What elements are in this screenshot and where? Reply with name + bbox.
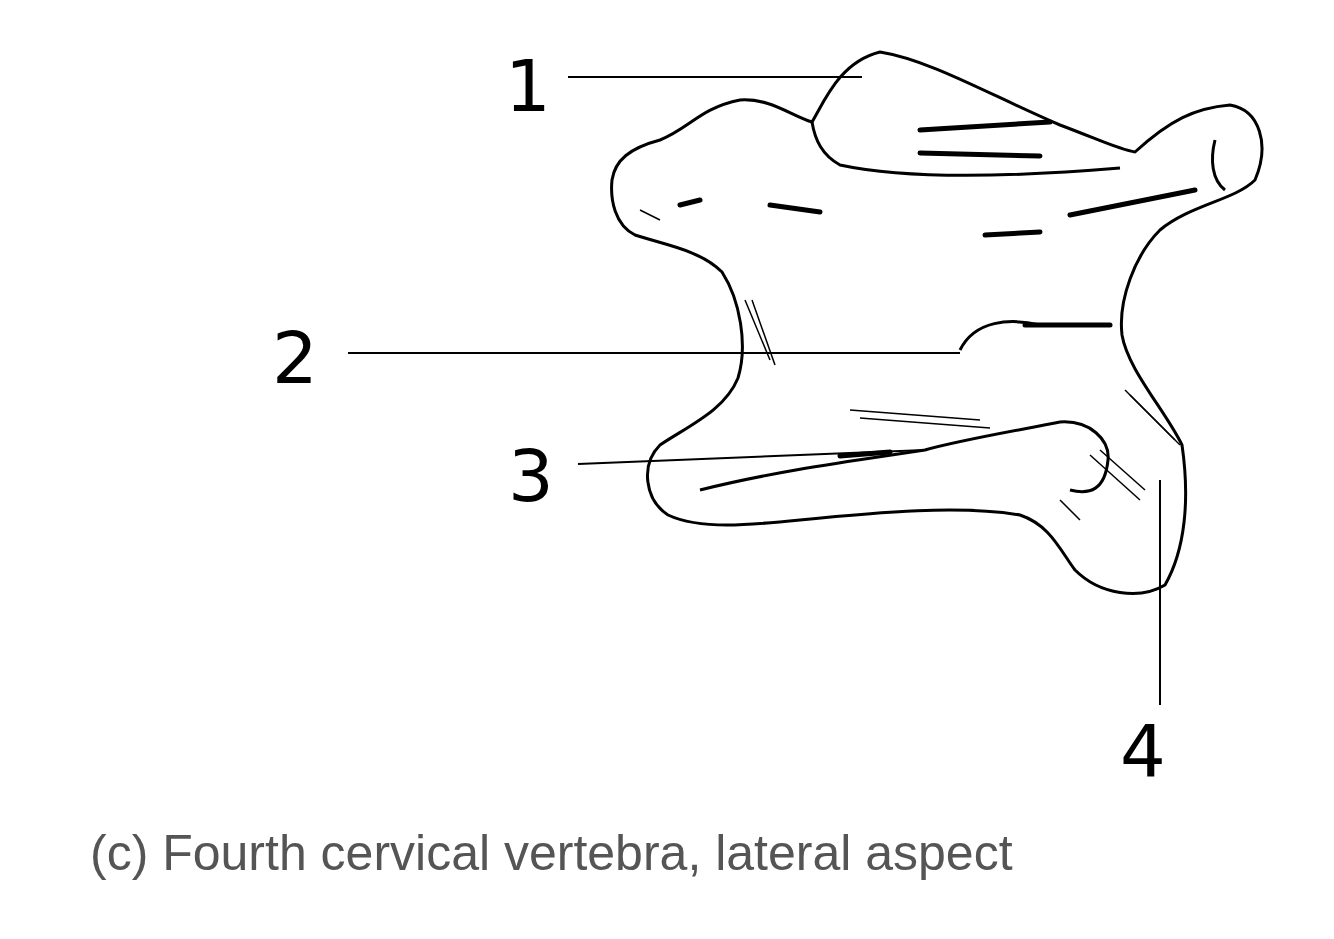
articular-facet xyxy=(812,122,1120,175)
shading xyxy=(680,122,1195,456)
callout-number: 1 xyxy=(505,50,551,122)
callout-number: 3 xyxy=(508,440,554,512)
tip-outline xyxy=(1212,140,1225,190)
callout-number: 4 xyxy=(1120,715,1166,787)
leader-lines xyxy=(348,77,1160,705)
leader-line xyxy=(1159,480,1161,705)
hatching xyxy=(640,210,1180,520)
vertebra-outline xyxy=(612,52,1262,593)
leader-line xyxy=(348,352,960,354)
leader-line xyxy=(568,76,862,78)
leader-line xyxy=(578,450,925,464)
figure-caption: (c) Fourth cervical vertebra, lateral as… xyxy=(90,828,1013,878)
callout-number: 2 xyxy=(272,322,318,394)
transverse-process xyxy=(700,322,1108,492)
